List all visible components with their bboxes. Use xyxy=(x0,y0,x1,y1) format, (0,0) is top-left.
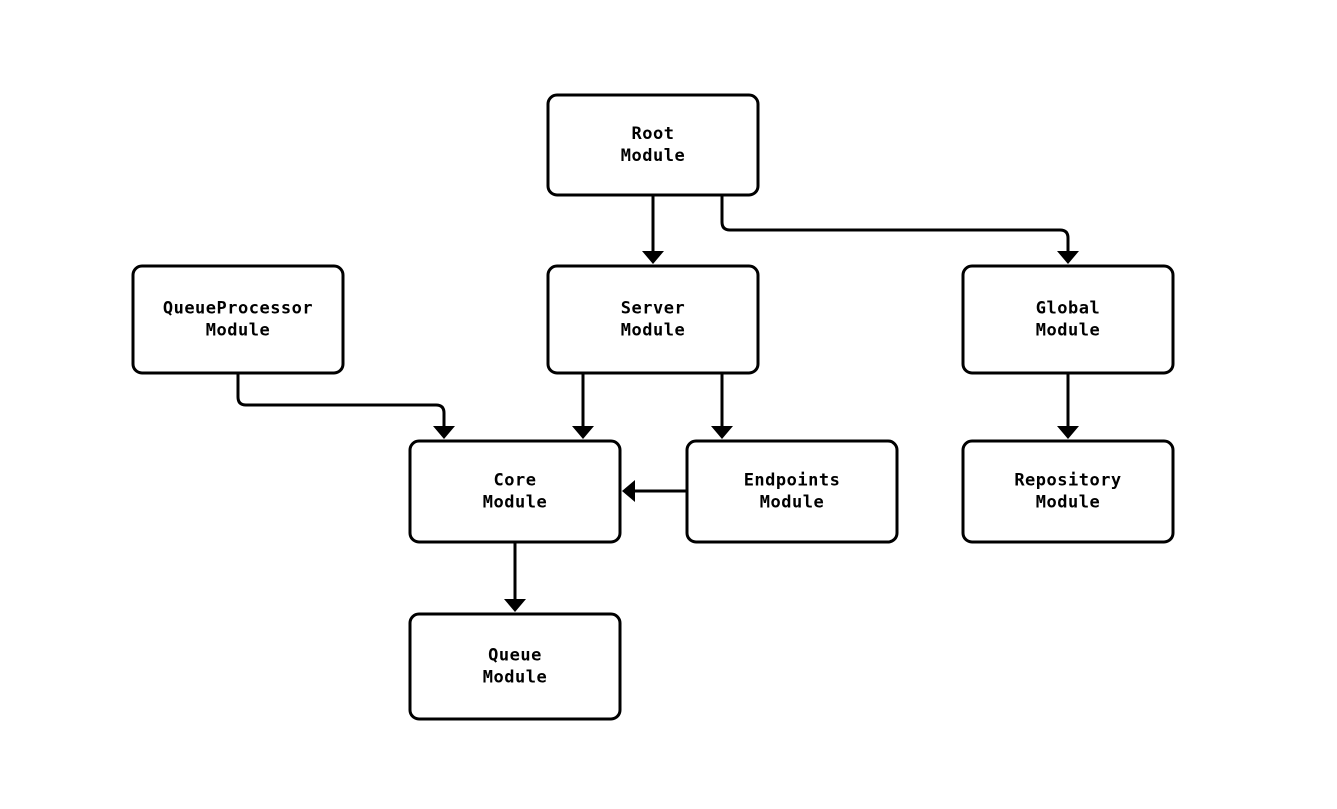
node-label-line1: Core xyxy=(494,471,537,491)
arrowhead-icon xyxy=(1057,251,1079,264)
edge-server-to-core xyxy=(572,373,594,439)
node-label-line1: Root xyxy=(632,124,675,144)
arrowhead-icon xyxy=(711,426,733,439)
node-label-line2: Module xyxy=(760,493,824,513)
node-label-line2: Module xyxy=(621,321,685,341)
edge-root-to-global xyxy=(720,195,1079,264)
node-box[interactable] xyxy=(685,439,899,544)
node-label-line1: Server xyxy=(621,299,685,319)
arrowhead-icon xyxy=(1057,426,1079,439)
node-label-line2: Module xyxy=(621,146,685,166)
node-box[interactable] xyxy=(961,264,1175,375)
node-label-line2: Module xyxy=(1036,493,1100,513)
node-box[interactable] xyxy=(961,439,1175,544)
node-box[interactable] xyxy=(408,612,622,721)
node-label-line2: Module xyxy=(1036,321,1100,341)
edge-queueprocessor-to-core xyxy=(236,373,455,439)
node-box[interactable] xyxy=(546,93,760,197)
arrowhead-icon xyxy=(622,480,635,502)
node-label-line2: Module xyxy=(483,493,547,513)
node-label-line1: Global xyxy=(1036,299,1100,319)
arrowhead-icon xyxy=(504,599,526,612)
arrowhead-icon xyxy=(433,426,455,439)
node-box[interactable] xyxy=(408,439,622,544)
edge-server-to-endpoints xyxy=(711,373,733,439)
edge-endpoints-to-core xyxy=(622,480,687,502)
node-label-line1: Endpoints xyxy=(744,471,841,491)
edge-line xyxy=(236,373,446,427)
node-box[interactable] xyxy=(546,264,760,375)
node-label-line2: Module xyxy=(206,321,270,341)
arrowhead-icon xyxy=(642,251,664,264)
edge-layer xyxy=(236,195,1079,612)
edge-core-to-queue xyxy=(504,542,526,612)
arrowhead-icon xyxy=(572,426,594,439)
edge-line xyxy=(720,195,1070,252)
edge-global-to-repository xyxy=(1057,373,1079,439)
node-label-line1: Repository xyxy=(1014,471,1121,491)
node-layer: RootModuleQueueProcessorModuleServerModu… xyxy=(131,93,1175,721)
node-label-line1: QueueProcessor xyxy=(163,299,313,319)
edge-root-to-server xyxy=(642,195,664,264)
node-label-line1: Queue xyxy=(488,646,542,666)
node-box[interactable] xyxy=(131,264,345,375)
node-label-line2: Module xyxy=(483,668,547,688)
